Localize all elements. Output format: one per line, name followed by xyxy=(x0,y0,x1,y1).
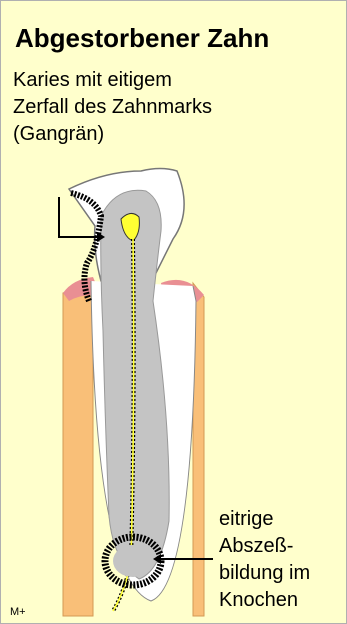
caption-line: Zerfall des Zahnmarks xyxy=(13,94,212,121)
diagram-title: Abgestorbener Zahn xyxy=(15,23,269,54)
caption-caries: Karies mit eitigem Zerfall des Zahnmarks… xyxy=(13,67,212,148)
caption-line: Abszeß- xyxy=(219,533,310,560)
caption-line: bildung im xyxy=(219,560,310,587)
caption-line: Knochen xyxy=(219,587,310,614)
caption-abscess: eitrige Abszeß- bildung im Knochen xyxy=(219,506,310,614)
caption-line: Karies mit eitigem xyxy=(13,67,212,94)
abscess xyxy=(113,545,153,577)
caption-line: eitrige xyxy=(219,506,310,533)
signature-mark: M+ xyxy=(10,606,26,618)
caption-line: (Gangrän) xyxy=(13,121,212,148)
jawbone xyxy=(63,283,93,616)
